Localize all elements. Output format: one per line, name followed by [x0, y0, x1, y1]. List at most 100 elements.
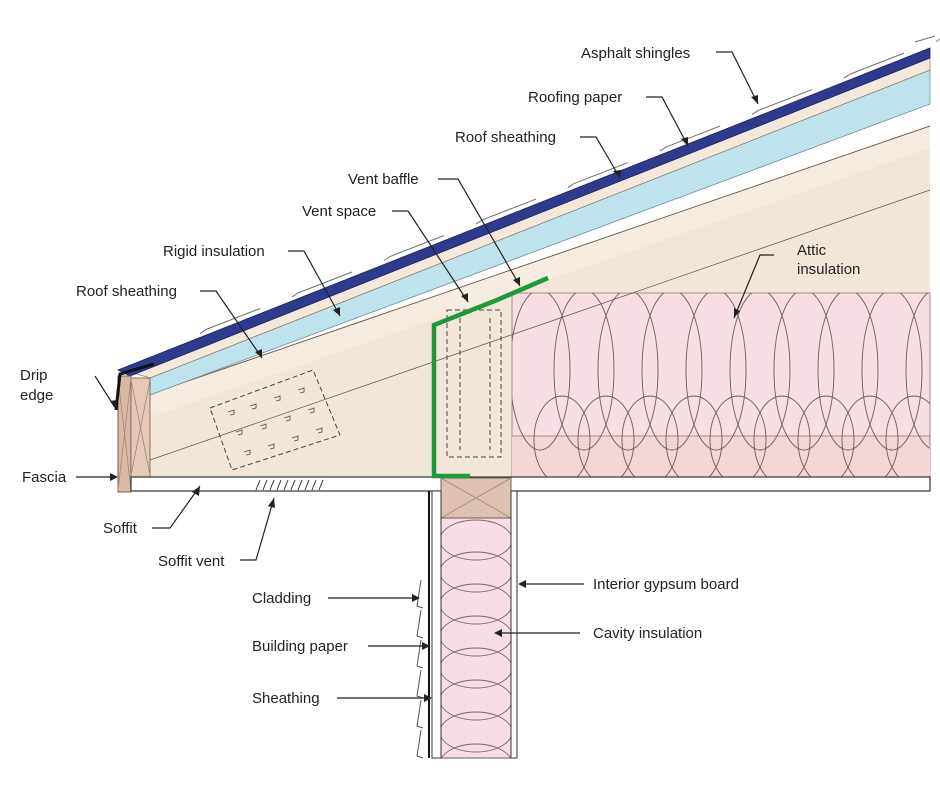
label-roof-sheathing-top: Roof sheathing [455, 129, 556, 146]
attic-batt-loop [553, 293, 615, 451]
label-vent-baffle: Vent baffle [348, 171, 419, 188]
wall-cavity-insulation [440, 517, 512, 759]
vent-slot [297, 387, 305, 394]
cladding-board [416, 699, 424, 729]
label-sheathing: Sheathing [252, 690, 320, 707]
label-roofing-paper: Roofing paper [528, 89, 622, 106]
soffit-vent-slot [304, 479, 310, 491]
label-soffit: Soffit [103, 520, 138, 537]
attic-batt-loop [709, 395, 767, 477]
shingle-steps [199, 35, 940, 334]
soffit-vent-slot [318, 479, 324, 491]
vent-slot [259, 423, 267, 430]
soffit-vent-slot [297, 479, 303, 491]
interior-gypsum-board [510, 490, 518, 759]
label-drip-edge-line1: Drip [20, 367, 48, 384]
wall-sheathing [431, 490, 442, 759]
shingle-step [843, 52, 905, 79]
cladding-board [416, 639, 424, 669]
shingle-step [291, 271, 353, 298]
vent-slot [291, 435, 299, 442]
cavity-batt-loop [441, 679, 511, 721]
vent-slot [235, 429, 243, 436]
soffit-vent-slot [311, 479, 317, 491]
cladding-board [416, 609, 424, 639]
attic-batt-loop [753, 395, 811, 477]
soffit-vent-slot [269, 479, 275, 491]
vent-slot [243, 449, 251, 456]
label-vent-space: Vent space [302, 203, 376, 220]
label-cavity-insulation: Cavity insulation [593, 625, 702, 642]
soffit-vent-slot [262, 479, 268, 491]
attic-batt-loop [577, 395, 635, 477]
label-soffit-vent: Soffit vent [158, 553, 225, 570]
drip-edge [114, 362, 155, 411]
attic-batt-loop [533, 395, 591, 477]
framing-band [150, 126, 930, 417]
attic-batt-loop [685, 293, 747, 451]
soffit-vent-slot [283, 479, 289, 491]
attic-batt-loop [597, 293, 659, 451]
soffit-vent-slot [276, 479, 282, 491]
shingle-step [383, 235, 445, 261]
cavity-batt-loop [441, 647, 511, 689]
attic-batt-loop [817, 293, 879, 451]
label-roof-sheathing-lower: Roof sheathing [76, 283, 177, 300]
label-fascia: Fascia [22, 469, 67, 486]
attic-batt-loop [841, 395, 899, 477]
soffit-board [130, 476, 931, 492]
leader-arrowheads [110, 95, 758, 702]
attic-batt-loop [729, 293, 791, 451]
vent-slot [227, 409, 235, 416]
vent-baffle [431, 275, 549, 479]
leader-lines [76, 51, 774, 699]
attic-batt-loop [773, 293, 835, 451]
shingle-step [751, 89, 813, 116]
attic-batt-loop [861, 293, 923, 451]
vent-slot [315, 427, 323, 434]
soffit-vent-slot [255, 479, 261, 491]
cavity-batt-loop [441, 615, 511, 657]
label-interior-gypsum-board: Interior gypsum board [593, 576, 739, 593]
attic-insulation [511, 292, 931, 478]
shingle-step [199, 308, 261, 334]
label-attic-insulation-line1: Attic [797, 242, 827, 259]
eave-vent-block [209, 369, 341, 471]
label-attic-insulation-line2: insulation [797, 261, 860, 278]
cavity-batt-loop [441, 711, 511, 753]
shingle-step [914, 35, 936, 43]
cavity-batt-loop [441, 551, 511, 593]
cavity-batt-loop [441, 583, 511, 625]
rafter-top-line [149, 125, 931, 395]
attic-batt-loop [641, 293, 703, 451]
vent-slot [273, 395, 281, 402]
rafter-bottom-line [149, 189, 931, 461]
cavity-batt-loop [441, 743, 511, 758]
cavity-batt-loop [441, 519, 511, 561]
cladding-board [416, 669, 424, 699]
asphalt-shingles-layer [117, 47, 931, 377]
attic-batt-loop [621, 395, 679, 477]
vent-slot [283, 415, 291, 422]
vent-slot [267, 443, 275, 450]
attic-batt-loop [885, 395, 930, 477]
vent-slot [307, 407, 315, 414]
label-cladding: Cladding [252, 590, 311, 607]
cladding-board [416, 729, 424, 759]
attic-batt-loop [665, 395, 723, 477]
label-rigid-insulation: Rigid insulation [163, 243, 265, 260]
cladding [416, 579, 424, 759]
cladding-board [416, 579, 424, 609]
vent-slot [249, 403, 257, 410]
label-building-paper: Building paper [252, 638, 348, 655]
attic-batt-loop [905, 293, 930, 449]
shingle-step [659, 125, 721, 152]
attic-batt-loop [512, 293, 571, 451]
label-drip-edge-line2: edge [20, 387, 53, 404]
attic-batt-loop [929, 432, 930, 448]
label-asphalt-shingles: Asphalt shingles [581, 45, 690, 62]
shingle-step [567, 162, 629, 188]
soffit-vent-slot [290, 479, 296, 491]
shingle-step [935, 38, 940, 43]
